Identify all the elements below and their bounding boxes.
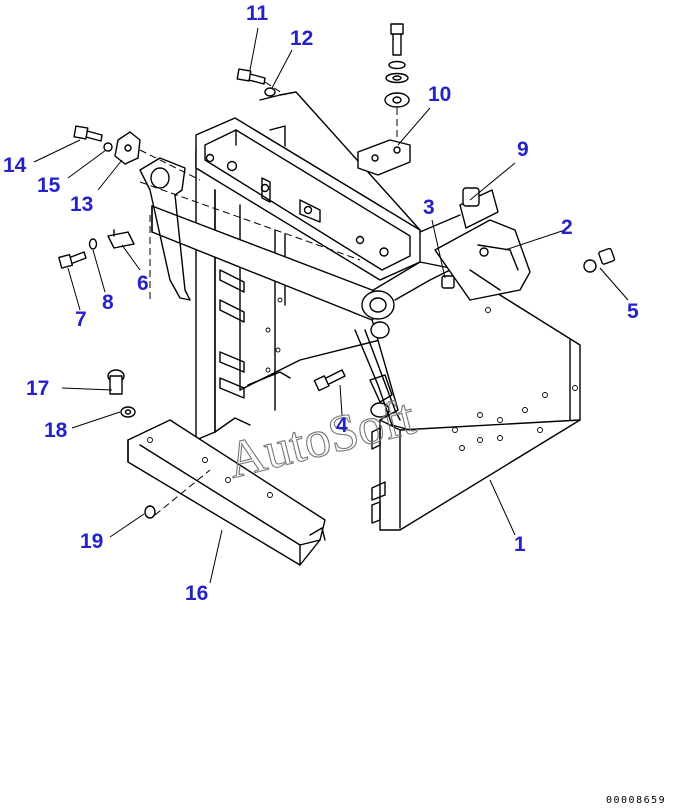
callout-12: 12 (290, 27, 313, 50)
callout-8: 8 (102, 291, 114, 314)
callout-2: 2 (561, 216, 573, 239)
callout-15: 15 (37, 174, 61, 197)
callout-17: 17 (26, 377, 49, 400)
callout-14: 14 (3, 154, 27, 177)
leader-lines (33, 27, 629, 584)
callout-3: 3 (423, 196, 435, 219)
callout-7: 7 (75, 308, 87, 331)
nut-part-3 (441, 275, 455, 289)
callout-13: 13 (70, 193, 93, 216)
bolt-part-7 (58, 229, 135, 269)
callout-4: 4 (336, 414, 348, 437)
callout-11: 11 (246, 2, 269, 25)
callout-10: 10 (428, 83, 451, 106)
callout-5: 5 (627, 300, 639, 323)
cover-plate-part-16 (127, 419, 326, 566)
callout-9: 9 (517, 138, 529, 161)
bolt-part-4 (313, 369, 346, 392)
bolt-part-17 (107, 369, 136, 418)
callout-labels: 1 2 3 4 5 6 7 8 9 10 11 12 13 14 15 16 1… (3, 2, 639, 605)
bolt-part-14 (73, 125, 201, 181)
callout-6: 6 (137, 272, 149, 295)
stud-bracket-part-9 (419, 187, 499, 233)
callout-16: 16 (185, 582, 208, 605)
callout-19: 19 (80, 530, 103, 553)
bracket-part-2 (434, 219, 531, 301)
bolt-part-11 (236, 68, 286, 97)
callout-18: 18 (44, 419, 68, 442)
hinge-block-part-10 (357, 23, 411, 176)
callout-1: 1 (514, 533, 526, 556)
link-arm-left (139, 157, 191, 301)
document-number: 00008659 (606, 795, 666, 806)
nut-part-5 (583, 247, 616, 273)
cross-beam (139, 181, 395, 339)
